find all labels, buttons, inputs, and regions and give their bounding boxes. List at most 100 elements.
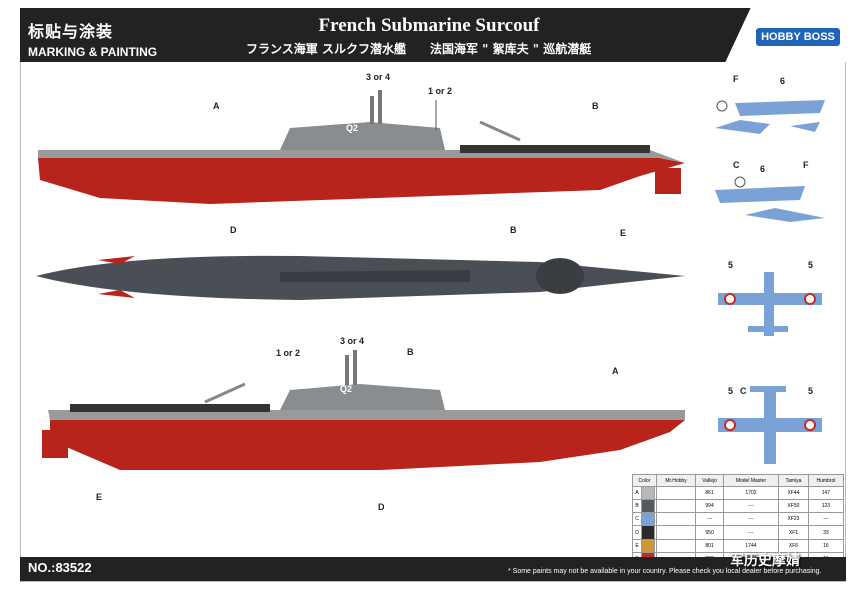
color-row: C------XF23---: [632, 512, 845, 527]
footer-bar: [20, 557, 846, 581]
en-subtitle: MARKING & PAINTING: [28, 45, 158, 59]
color-vallejo: 950: [695, 525, 724, 540]
catalog-number: NO.:83522: [28, 560, 92, 575]
color-letter: C: [632, 512, 642, 527]
deck-bottom: [48, 410, 685, 420]
color-model-master: ---: [722, 525, 780, 540]
color-letter: B: [632, 499, 642, 514]
callout-f-plane2: F: [803, 160, 809, 170]
callout-1or2-top: 1 or 2: [428, 86, 453, 96]
callout-5-plane3-right: 5: [808, 260, 814, 270]
callout-b-mid: B: [510, 225, 517, 235]
hull-red-top: [38, 158, 685, 204]
periscope-top-2: [378, 90, 382, 124]
header-left: 标贴与涂装 MARKING & PAINTING: [28, 18, 157, 59]
fin-top-view-1: [98, 256, 135, 264]
sub-side-view-bottom: Q2: [42, 350, 685, 470]
callout-d-top: D: [230, 225, 237, 235]
callout-f-plane1: F: [733, 74, 739, 84]
color-swatch: [641, 538, 655, 553]
deck-structure-top-view: [280, 270, 470, 282]
sub-top-view: [36, 255, 685, 300]
footnote: * Some paints may not be available in yo…: [508, 568, 822, 575]
color-tamiya: XF50: [778, 499, 809, 514]
color-swatch: [641, 525, 655, 540]
col-mr-hobby: Mr.Hobby: [655, 474, 697, 487]
color-model-master: 1702: [722, 485, 780, 501]
color-humbrol: 33: [807, 525, 845, 540]
callout-3or4-bottom: 3 or 4: [340, 336, 365, 346]
crane-bottom: [204, 382, 246, 404]
hull-number-top: Q2: [346, 123, 358, 133]
color-tamiya: XF44: [778, 485, 809, 501]
hobbyboss-logo: HOBBY BOSS: [756, 28, 840, 46]
conning-tower-top: [280, 122, 445, 150]
col-tamiya: Tamiya: [778, 474, 809, 487]
color-swatch: [641, 512, 655, 527]
color-tamiya: XF23: [778, 512, 809, 527]
color-letter: E: [632, 538, 642, 553]
color-swatch: [641, 485, 655, 501]
color-mr-hobby: [655, 538, 697, 553]
color-model-master: ---: [722, 499, 780, 514]
color-humbrol: 16: [807, 538, 845, 553]
page-title: French Submarine Surcouf: [318, 15, 540, 36]
callout-5-plane4-right: 5: [808, 386, 814, 396]
watermark: 军历史摩婧: [730, 553, 800, 569]
color-swatch: [641, 499, 655, 514]
color-letter: A: [632, 485, 642, 501]
col-vallejo: Vallejo: [695, 474, 724, 487]
callout-6-plane2: 6: [760, 164, 766, 174]
col-model-master: Model Master: [722, 474, 780, 487]
cn-title: 标贴与涂装: [28, 22, 114, 41]
plane-side-1: [715, 100, 825, 134]
rudder-top: [655, 168, 681, 194]
logo-area: HOBBY BOSS: [685, 8, 846, 62]
color-humbrol: ---: [807, 512, 845, 527]
color-table-header: Color Mr.Hobby Vallejo Model Master Tami…: [632, 474, 845, 487]
callout-3or4-top: 3 or 4: [366, 72, 391, 82]
color-mr-hobby: [655, 485, 697, 501]
color-humbrol: 147: [807, 485, 845, 501]
hull-red-bottom: [50, 420, 685, 470]
crane-top: [479, 120, 521, 142]
sub-side-view-top: Q2: [38, 90, 685, 204]
plane-top: [718, 272, 822, 336]
deck-top: [38, 150, 685, 163]
color-vallejo: ---: [695, 512, 724, 527]
deck-dark-top: [460, 145, 650, 153]
callout-c-plane4: C: [740, 386, 747, 396]
callout-1or2-bottom: 1 or 2: [276, 348, 301, 358]
color-vallejo: 801: [695, 538, 724, 553]
hull-number-bottom: Q2: [340, 384, 352, 394]
color-mr-hobby: [655, 499, 697, 514]
color-tamiya: XF1: [778, 525, 809, 540]
deck-dark-bottom: [70, 404, 270, 412]
callout-b-top: B: [592, 101, 599, 111]
callout-a-bottom: A: [612, 366, 619, 376]
col-humbrol: Humbrol: [807, 474, 845, 487]
dome-top-view: [536, 258, 584, 294]
callout-e-top: E: [620, 228, 627, 238]
col-color: Color: [632, 474, 657, 487]
rudder-bottom: [42, 430, 68, 458]
color-model-master: ---: [722, 512, 780, 527]
periscope-bottom-1: [345, 355, 349, 385]
color-table: Color Mr.Hobby Vallejo Model Master Tami…: [632, 474, 845, 567]
callout-5-plane4-left: 5: [728, 386, 734, 396]
callout-c-plane2: C: [733, 160, 740, 170]
callout-e-bottom: E: [96, 492, 103, 502]
callout-a-top: A: [213, 101, 220, 111]
callout-b-bottom: B: [407, 347, 414, 357]
cn-name: 法国海军 " 絮库夫 " 巡航潜艇: [430, 42, 592, 56]
plane-bottom: [718, 386, 822, 464]
color-vallejo: 861: [695, 485, 724, 501]
color-mr-hobby: [655, 525, 697, 540]
jp-title: フランス海軍 スルクフ潜水艦: [246, 42, 406, 56]
color-humbrol: 123: [807, 499, 845, 514]
